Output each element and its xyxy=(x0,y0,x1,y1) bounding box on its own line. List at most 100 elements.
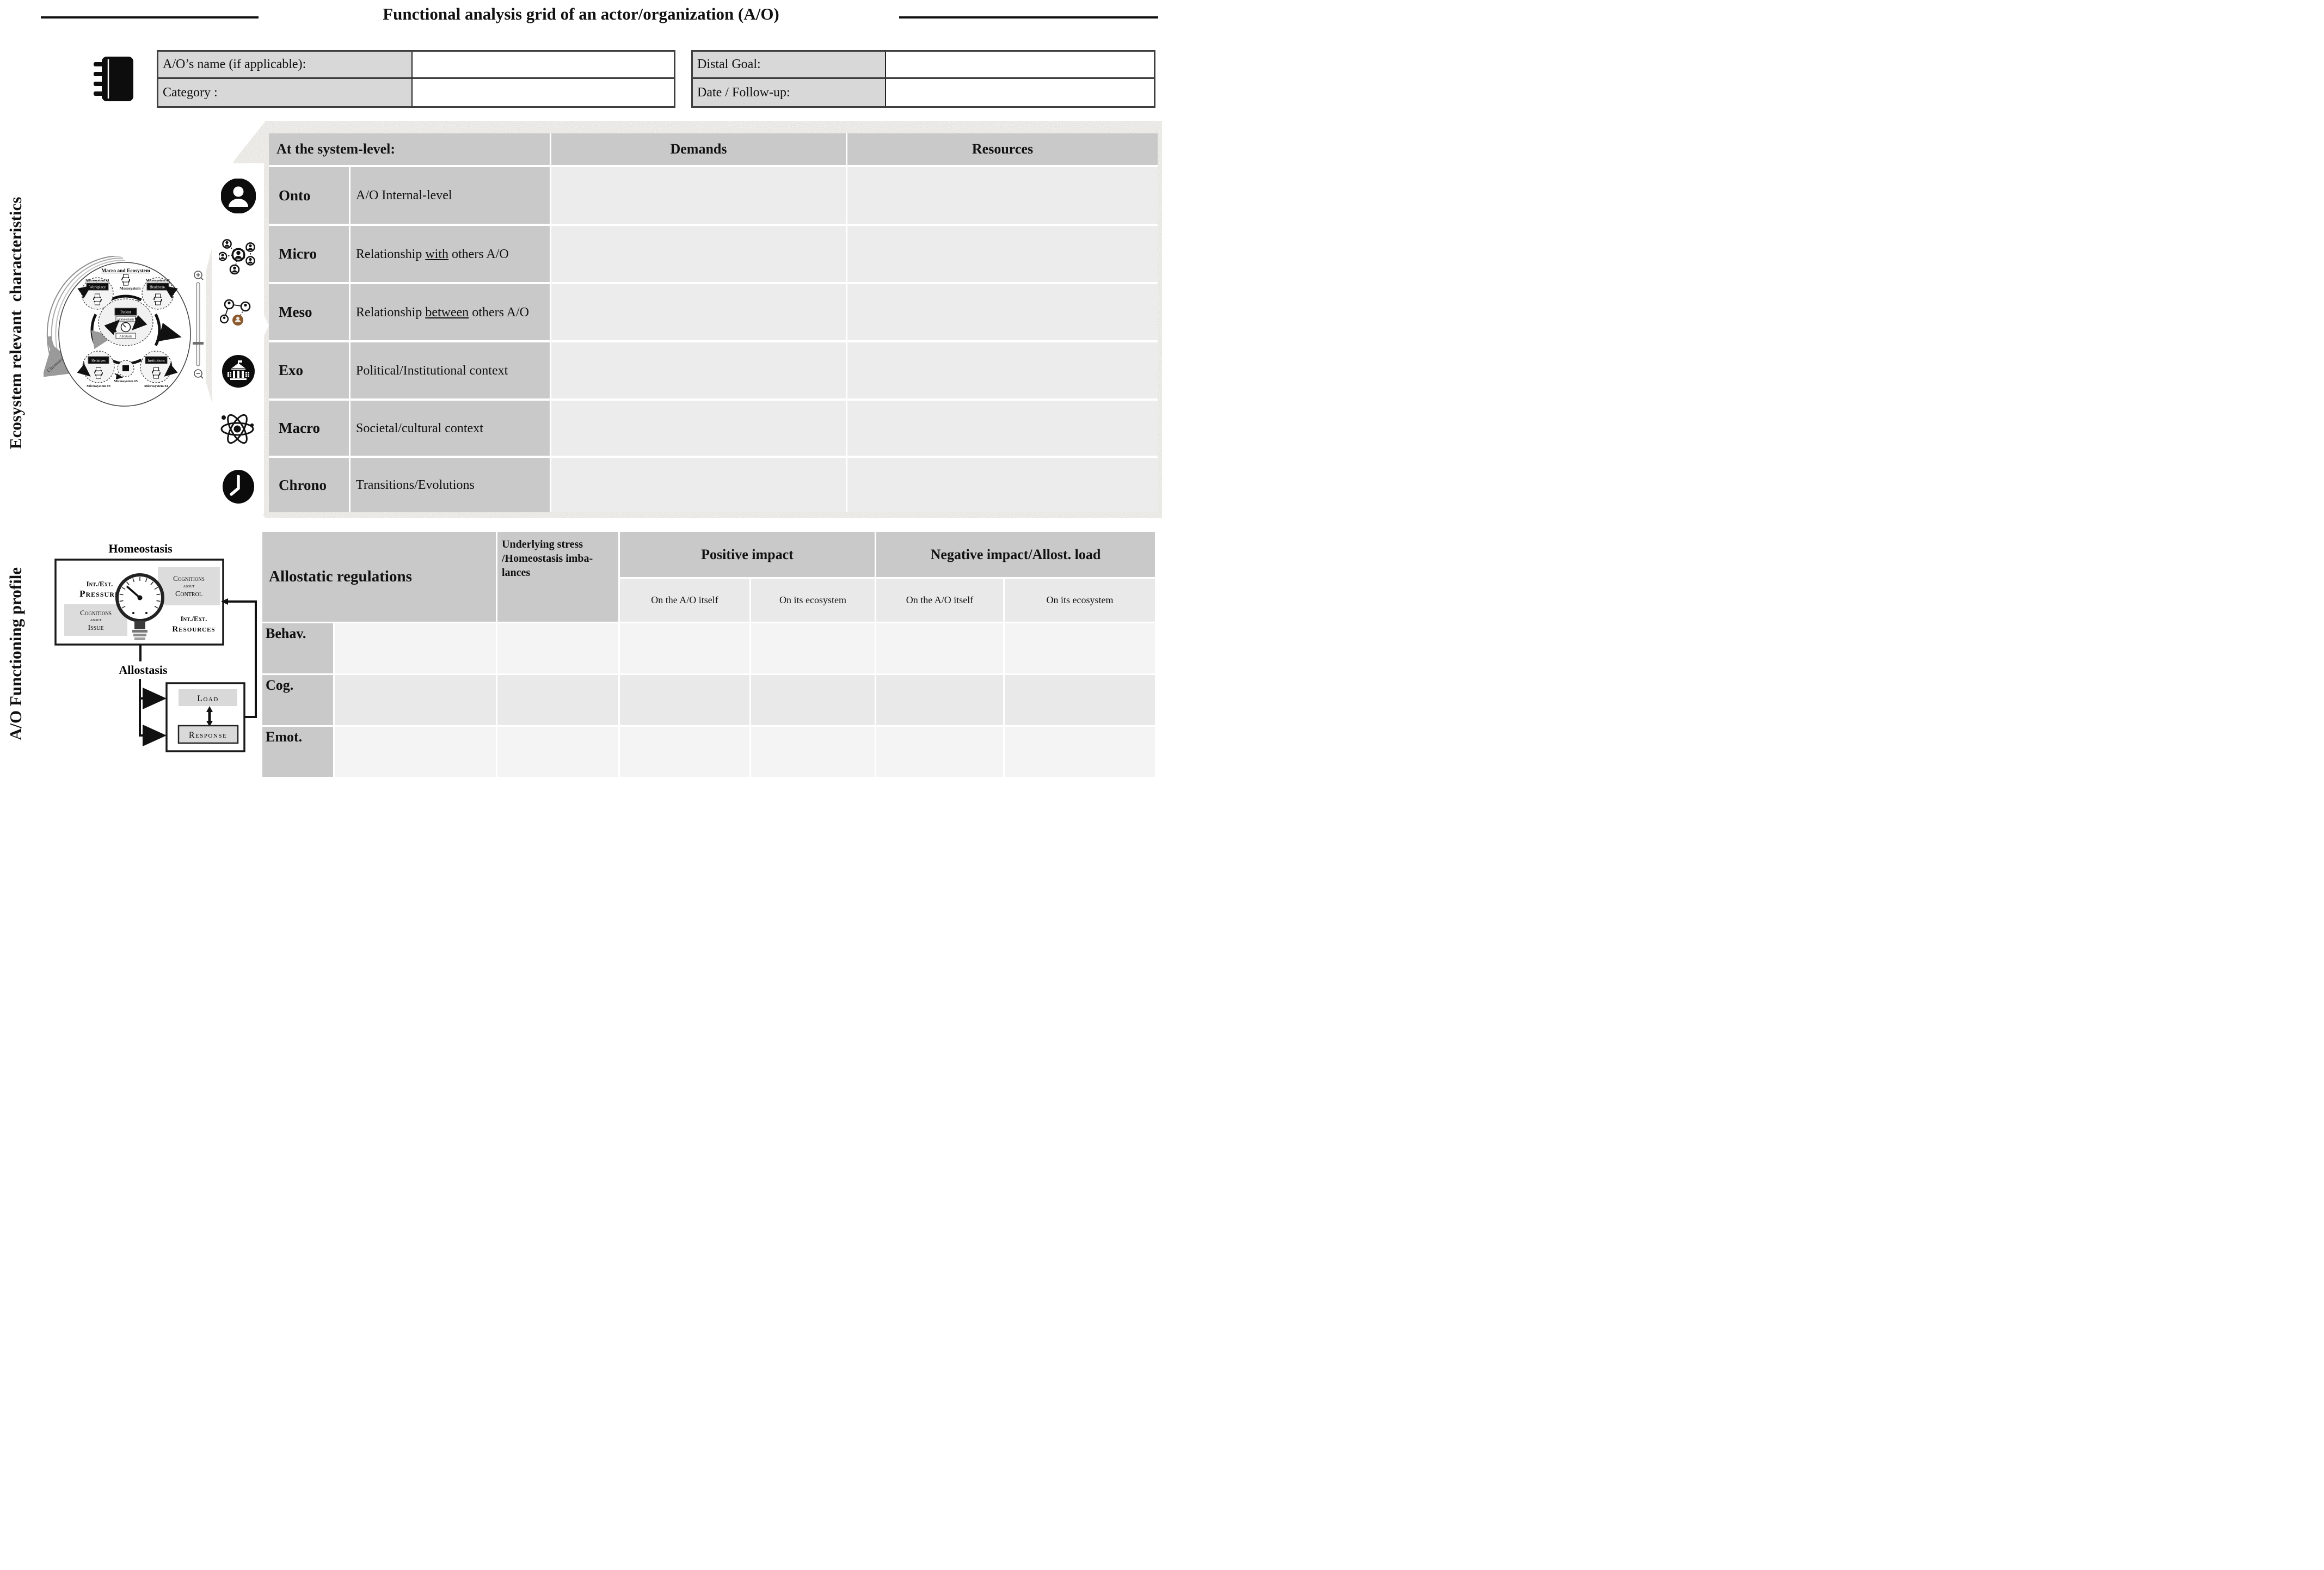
positive-self-subheader: On the A/O itself xyxy=(620,579,749,622)
resources-label-line1: Int./Ext. xyxy=(181,615,207,623)
issue-line1: Cognitions xyxy=(80,609,112,617)
cog-negative-self-cell[interactable] xyxy=(876,675,1003,725)
pressure-label-line1: Int./Ext. xyxy=(87,580,113,588)
issue-line3: Issue xyxy=(88,624,103,632)
demands-cell-macro[interactable] xyxy=(551,401,846,456)
atom-icon xyxy=(220,414,254,444)
behav-regulation-cell[interactable] xyxy=(335,623,496,673)
cog-positive-eco-cell[interactable] xyxy=(751,675,875,725)
microsystem-2-label: Microsystem #2 xyxy=(146,279,170,283)
date-followup-input[interactable] xyxy=(886,79,1154,106)
emot-regulation-cell[interactable] xyxy=(335,727,496,777)
level-desc-macro: Societal/cultural context xyxy=(351,401,550,456)
level-desc-exo: Political/Institutional context xyxy=(351,342,550,398)
load-label: Load xyxy=(197,694,219,703)
control-line3: Control xyxy=(175,590,202,598)
negative-impact-header: Negative impact/Allost. load xyxy=(876,532,1155,577)
resources-cell-macro[interactable] xyxy=(847,401,1158,456)
microsystem-1-workplace: Microsystem #1 Workplace xyxy=(77,277,114,310)
resources-column-header: Resources xyxy=(847,133,1158,165)
control-line1: Cognitions xyxy=(173,574,205,582)
zoom-out-button[interactable] xyxy=(194,369,204,379)
demands-cell-chrono[interactable] xyxy=(551,458,846,512)
demands-cell-micro[interactable] xyxy=(551,226,846,282)
resources-cell-micro[interactable] xyxy=(847,226,1158,282)
resources-cell-meso[interactable] xyxy=(847,284,1158,340)
level-desc-chrono: Transitions/Evolutions xyxy=(351,458,550,512)
behav-negative-eco-cell[interactable] xyxy=(1005,623,1155,673)
macro-ecosystem-title: Macro and Ecosystem xyxy=(101,268,150,274)
behav-positive-self-cell[interactable] xyxy=(620,623,749,673)
info-form-left: A/O’s name (if applicable): Category : xyxy=(157,50,675,108)
cog-negative-eco-cell[interactable] xyxy=(1005,675,1155,725)
microsystem-3-label: Microsystem #3 xyxy=(87,384,110,388)
functional-analysis-grid-page: Functional analysis grid of an actor/org… xyxy=(0,0,1162,785)
resources-cell-onto[interactable] xyxy=(847,167,1158,224)
demands-cell-meso[interactable] xyxy=(551,284,846,340)
microsystem-1-label: Microsystem #1 xyxy=(85,279,109,283)
level-label-chrono: Chrono xyxy=(269,458,349,512)
distal-goal-input[interactable] xyxy=(886,52,1154,79)
negative-self-subheader: On the A/O itself xyxy=(876,579,1003,622)
zoom-slider-track[interactable] xyxy=(196,282,200,366)
level-label-exo: Exo xyxy=(269,342,349,398)
resources-label-line2: Resources xyxy=(172,625,215,634)
behav-negative-self-cell[interactable] xyxy=(876,623,1003,673)
homeostasis-title: Homeostasis xyxy=(108,542,173,555)
ao-name-input[interactable] xyxy=(413,52,674,79)
row-label-cog: Cog. xyxy=(262,675,333,725)
cog-positive-self-cell[interactable] xyxy=(620,675,749,725)
zoom-in-button[interactable] xyxy=(194,271,204,280)
cog-stress-cell[interactable] xyxy=(497,675,618,725)
resources-cell-exo[interactable] xyxy=(847,342,1158,398)
desc-text: Political/Institutional context xyxy=(356,363,508,378)
behav-positive-eco-cell[interactable] xyxy=(751,623,875,673)
desc-text: others A/O xyxy=(469,305,529,320)
clock-icon xyxy=(223,470,254,504)
level-desc-meso: Relationship between others A/O xyxy=(351,284,550,340)
relatives-label: Relatives xyxy=(91,359,106,363)
microsystem-4-institutions: Institutions Microsystem #4 xyxy=(140,351,178,388)
microsystem-2-healthcare: Microsystem #2 Healthcare xyxy=(142,277,178,310)
mesosystem-label: Mesosystem xyxy=(120,286,141,291)
positive-impact-header: Positive impact xyxy=(620,532,875,577)
system-level-table: At the system-level: Demands Resources O… xyxy=(269,133,1158,512)
zoom-slider xyxy=(193,271,204,379)
demands-cell-onto[interactable] xyxy=(551,167,846,224)
desc-text: Transitions/Evolutions xyxy=(356,478,475,492)
microsystem-3-relatives: Relatives Microsystem #3 xyxy=(77,351,115,388)
emot-negative-self-cell[interactable] xyxy=(876,727,1003,777)
pressure-label-line2: Pressure xyxy=(79,588,120,599)
title-rule-left xyxy=(41,16,259,19)
category-input[interactable] xyxy=(413,79,674,106)
level-label-micro: Micro xyxy=(269,226,349,282)
desc-text: Relationship xyxy=(356,247,426,261)
resources-cell-chrono[interactable] xyxy=(847,458,1158,512)
stress-header: Underlying stress /Homeostasis imba-lanc… xyxy=(497,532,618,622)
regulation-diagram: Homeostasis Int./Ext. Pressure Cognition… xyxy=(54,542,257,752)
info-form-right: Distal Goal: Date / Follow-up: xyxy=(691,50,1155,108)
emot-negative-eco-cell[interactable] xyxy=(1005,727,1155,777)
workplace-label: Workplace xyxy=(89,285,106,290)
negative-ecosystem-subheader: On its ecosystem xyxy=(1005,579,1155,622)
emot-stress-cell[interactable] xyxy=(497,727,618,777)
zoom-slider-handle[interactable] xyxy=(193,342,204,345)
pressure-gauge xyxy=(115,573,164,640)
desc-text: A/O Internal-level xyxy=(356,188,452,203)
government-building-icon xyxy=(222,355,255,388)
desc-underlined: with xyxy=(425,247,448,261)
category-label: Category : xyxy=(158,79,413,106)
cog-regulation-cell[interactable] xyxy=(335,675,496,725)
behav-stress-cell[interactable] xyxy=(497,623,618,673)
desc-text: Relationship xyxy=(356,305,426,320)
demands-cell-exo[interactable] xyxy=(551,342,846,398)
regulations-header: Allostatic regulations xyxy=(262,532,496,622)
level-label-macro: Macro xyxy=(269,401,349,456)
level-label-onto: Onto xyxy=(269,167,349,224)
ecosystem-diagram: Chronosystem Macro and Ecosystem Mesosys… xyxy=(44,256,204,407)
emot-positive-self-cell[interactable] xyxy=(620,727,749,777)
level-icon-panel xyxy=(212,163,264,514)
row-label-behav: Behav. xyxy=(262,623,333,673)
emot-positive-eco-cell[interactable] xyxy=(751,727,875,777)
desc-text: Societal/cultural context xyxy=(356,421,483,436)
